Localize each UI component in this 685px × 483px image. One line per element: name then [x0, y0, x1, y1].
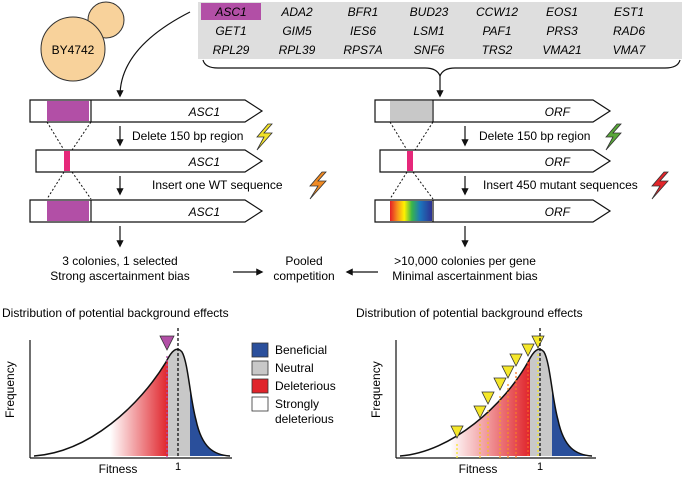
left-step2: Insert one WT sequence — [152, 178, 283, 192]
gene-bfr1: BFR1 — [348, 5, 379, 19]
gene-get1: GET1 — [215, 24, 246, 38]
bolt-yellow-icon — [256, 123, 273, 151]
gene-eos1: EOS1 — [546, 5, 578, 19]
legend-deleterious: Deleterious — [275, 379, 336, 393]
gene-rpl29: RPL29 — [213, 43, 250, 57]
left-summary-2: Strong ascertainment bias — [50, 269, 189, 283]
left-x-axis-label: Fitness — [99, 462, 138, 476]
strain-label: BY4742 — [52, 43, 95, 57]
yeast-cell: BY4742 — [40, 1, 125, 82]
gene-highlight — [201, 3, 261, 20]
bolt-green-icon — [605, 123, 622, 151]
bolt-orange-icon — [309, 171, 327, 200]
left-dist-title: Distribution of potential background eff… — [2, 306, 229, 320]
gene-rps7a: RPS7A — [343, 43, 382, 57]
gene-lsm1: LSM1 — [413, 24, 444, 38]
left-gene-label-3: ASC1 — [188, 205, 220, 219]
gene-prs3: PRS3 — [546, 24, 578, 38]
legend-deleterious-2: deleterious — [275, 412, 334, 426]
gene-bud23: BUD23 — [410, 5, 449, 19]
legend-swatch-neutral — [251, 360, 269, 376]
right-markers — [450, 335, 545, 458]
gene-asc1: ASC1 — [214, 5, 246, 19]
marker-triangle-icon — [493, 377, 507, 391]
legend-swatch-deleterious — [251, 378, 269, 394]
marker-triangle-icon — [450, 425, 464, 439]
right-distribution: Distribution of potential background eff… — [356, 306, 596, 476]
left-gene-label-1: ASC1 — [188, 105, 220, 119]
gene-est1: EST1 — [614, 5, 644, 19]
gene-trs2: TRS2 — [482, 43, 513, 57]
gene-ada2: ADA2 — [280, 5, 313, 19]
gene-brace — [202, 59, 681, 78]
gene-ies6: IES6 — [350, 24, 376, 38]
left-gene-label-2: ASC1 — [188, 155, 220, 169]
pooled-line-1: Pooled — [285, 254, 322, 268]
arrow-to-left — [116, 11, 191, 98]
right-summary-2: Minimal ascertainment bias — [392, 269, 537, 283]
legend-swatch-strongly-deleterious — [251, 396, 269, 412]
marker-triangle-icon — [509, 353, 523, 367]
gene-paf1: PAF1 — [482, 24, 511, 38]
right-gene-label-2: ORF — [545, 155, 571, 169]
marker-triangle-icon — [521, 343, 535, 357]
right-step1: Delete 150 bp region — [479, 129, 590, 143]
pooled-line-2: competition — [273, 269, 334, 283]
marker-triangle-icon — [531, 335, 545, 349]
right-dist-title: Distribution of potential background eff… — [356, 306, 583, 320]
left-marker-icon — [159, 335, 175, 351]
marker-triangle-icon — [481, 391, 495, 405]
legend-swatch-beneficial — [251, 342, 269, 358]
right-x-tick: 1 — [537, 461, 543, 473]
marker-triangle-icon — [473, 405, 487, 419]
legend-beneficial: Beneficial — [275, 343, 327, 357]
left-summary-1: 3 colonies, 1 selected — [62, 254, 177, 268]
right-x-axis-label: Fitness — [459, 462, 498, 476]
right-step2: Insert 450 mutant sequences — [483, 178, 638, 192]
right-y-axis-label: Frequency — [369, 361, 383, 418]
gene-rpl39: RPL39 — [279, 43, 316, 57]
gene-rad6: RAD6 — [613, 24, 645, 38]
gene-gim5: GIM5 — [282, 24, 312, 38]
left-construct: ASC1 Delete 150 bp region ASC1 Insert on… — [29, 99, 327, 283]
right-construct: ORF Delete 150 bp region ORF Insert 450 … — [374, 99, 669, 283]
right-gene-label-3: ORF — [545, 205, 571, 219]
gene-panel — [198, 2, 682, 59]
left-distribution: Distribution of potential background eff… — [2, 306, 232, 476]
bolt-red-icon — [651, 171, 669, 200]
left-y-axis-label: Frequency — [3, 361, 17, 418]
legend-strongly: Strongly — [275, 397, 319, 411]
left-step1: Delete 150 bp region — [132, 129, 243, 143]
left-x-tick: 1 — [175, 461, 181, 473]
gene-vma7: VMA7 — [613, 43, 647, 57]
right-summary-1: >10,000 colonies per gene — [394, 254, 536, 268]
marker-triangle-icon — [501, 365, 515, 379]
right-gene-label-1: ORF — [545, 105, 571, 119]
gene-ccw12: CCW12 — [476, 5, 518, 19]
gene-vma21: VMA21 — [542, 43, 581, 57]
legend-neutral: Neutral — [275, 361, 314, 375]
legend: Beneficial Neutral Deleterious Strongly … — [251, 342, 336, 426]
gene-snf6: SNF6 — [414, 43, 445, 57]
